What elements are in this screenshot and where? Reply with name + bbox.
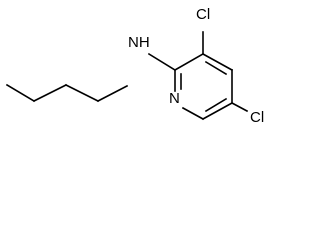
pyridine-ring [173, 52, 234, 121]
bond-c3-c4-ring [201, 52, 234, 72]
structure-canvas: NH N Cl Cl [5, 6, 264, 126]
bond-nh-ring [147, 52, 177, 72]
bond-c3-c4 [64, 83, 100, 103]
bond-c2-c3-ring [173, 52, 205, 72]
bond-c2-c3 [32, 83, 68, 103]
double-bond-c3-c4 [204, 60, 228, 76]
atom-label-pyridine-n: N [169, 90, 180, 107]
butyl-chain [5, 83, 129, 103]
double-bond-c5-c6 [204, 97, 228, 113]
bond-c4-nh [96, 84, 129, 103]
bond-c1-c2 [5, 83, 36, 103]
bond-c5-cl [230, 101, 249, 113]
atom-label-chlorine-bottom: Cl [250, 109, 264, 126]
bond-c5-c6-ring [201, 101, 234, 121]
molecule-structure: NH N Cl Cl [5, 6, 264, 126]
atom-label-nh: NH [128, 34, 150, 51]
atom-label-chlorine-top: Cl [196, 6, 210, 23]
bond-c6-n-ring [181, 106, 205, 121]
